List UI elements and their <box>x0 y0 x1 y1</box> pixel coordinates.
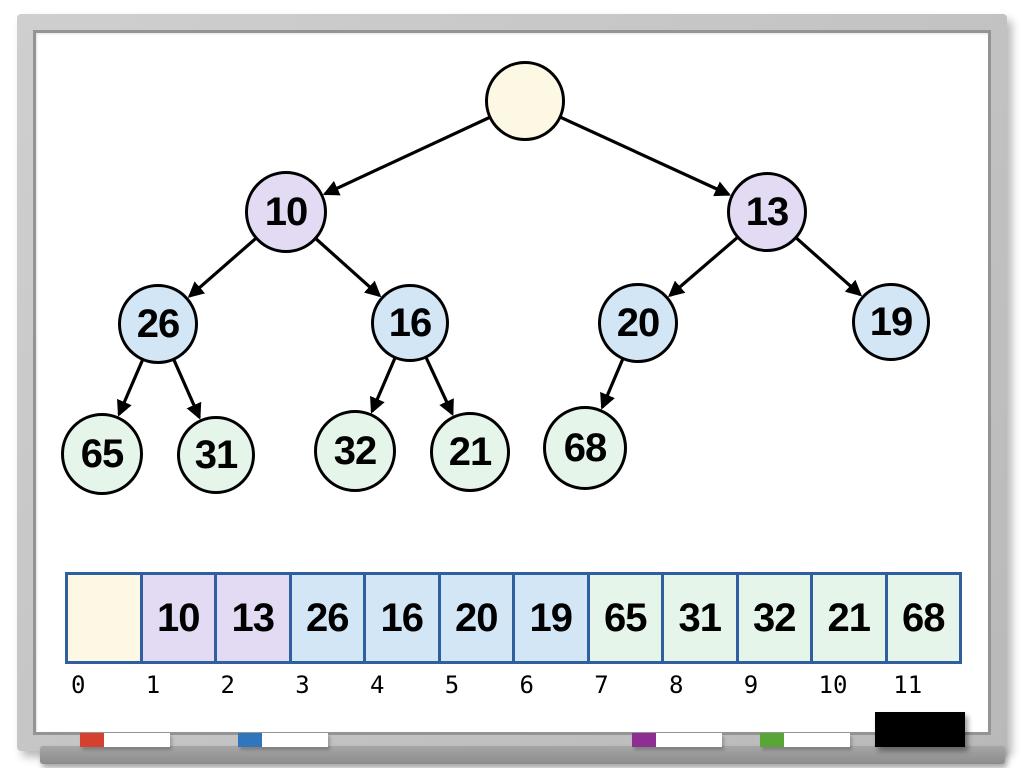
tree-node-13[interactable]: 13 <box>727 172 807 252</box>
tree-node-20[interactable]: 20 <box>598 283 678 363</box>
tree-node-21[interactable]: 21 <box>430 412 510 492</box>
green-marker[interactable] <box>760 733 850 747</box>
array-cell-1[interactable]: 10 <box>139 575 214 661</box>
tree-node-root[interactable] <box>485 61 565 141</box>
array-index-label: 7 <box>594 671 609 699</box>
tree-node-19[interactable]: 19 <box>852 283 930 361</box>
tree-node-value: 21 <box>448 430 492 474</box>
array-cell-value: 68 <box>902 595 945 640</box>
array-cell-3[interactable]: 26 <box>288 575 363 661</box>
tree-node-value: 13 <box>745 190 789 234</box>
array-cell-value: 13 <box>231 595 275 640</box>
tree-node-65[interactable]: 65 <box>61 413 143 495</box>
tree-node-value: 65 <box>80 432 124 476</box>
array-index-label: 1 <box>145 671 161 699</box>
array-index-label: 0 <box>71 671 86 699</box>
tree-node-32[interactable]: 32 <box>314 410 396 492</box>
array-cell-value: 32 <box>753 595 796 640</box>
array-cell-value: 31 <box>678 595 722 640</box>
purple-marker-tip <box>632 733 656 747</box>
array-cell-6[interactable]: 19 <box>512 575 587 661</box>
tree-node-value: 26 <box>136 302 180 346</box>
array-cell-value: 16 <box>380 595 424 640</box>
array-cell-2[interactable]: 13 <box>214 575 289 661</box>
array-index-label: 4 <box>370 671 385 699</box>
blue-marker[interactable] <box>238 733 328 747</box>
array-index-label: 2 <box>220 671 235 699</box>
array-cell-value: 10 <box>157 595 200 640</box>
tree-node-10[interactable]: 10 <box>245 171 327 253</box>
array-index-row: 0 1 2 3 4 5 6 7 8 9 10 11 <box>65 671 962 699</box>
array-index-label: 10 <box>818 671 848 699</box>
array-cell-value: 26 <box>306 595 349 640</box>
tree-node-value: 68 <box>563 426 607 470</box>
blue-marker-body <box>262 733 328 747</box>
green-marker-body <box>784 733 850 747</box>
tree-node-value: 16 <box>388 301 432 345</box>
array-cell-8[interactable]: 31 <box>661 575 736 661</box>
array-index-label: 8 <box>669 671 684 699</box>
tree-node-value: 19 <box>869 300 913 344</box>
array-index-label: 11 <box>893 671 923 699</box>
marker-tray <box>40 746 1005 764</box>
tree-node-value: 32 <box>333 429 377 473</box>
red-marker-body <box>104 733 170 747</box>
array-cell-value: 65 <box>604 595 647 640</box>
array-cell-5[interactable]: 20 <box>437 575 512 661</box>
purple-marker[interactable] <box>632 733 722 747</box>
array-cell-0[interactable] <box>68 575 140 661</box>
array-cell-value: 20 <box>455 595 498 640</box>
array-cell-4[interactable]: 16 <box>363 575 438 661</box>
board-eraser[interactable] <box>875 712 965 747</box>
green-marker-tip <box>760 733 784 747</box>
purple-marker-body <box>656 733 722 747</box>
array-index-label: 3 <box>295 671 310 699</box>
tree-node-68[interactable]: 68 <box>543 406 627 490</box>
red-marker-tip <box>80 733 104 747</box>
array-cell-11[interactable]: 68 <box>884 575 959 661</box>
tree-node-26[interactable]: 26 <box>118 284 198 364</box>
array-cell-7[interactable]: 65 <box>586 575 661 661</box>
array-index-label: 5 <box>444 671 460 699</box>
heap-array: 10 13 26 16 20 19 65 31 32 21 68 <box>65 572 962 664</box>
array-cell-value: 21 <box>827 595 871 640</box>
tree-node-value: 20 <box>616 301 660 345</box>
tree-node-16[interactable]: 16 <box>371 284 449 362</box>
blue-marker-tip <box>238 733 262 747</box>
tree-node-value: 10 <box>264 190 308 234</box>
array-index-label: 6 <box>519 671 534 699</box>
array-cell-9[interactable]: 32 <box>735 575 810 661</box>
array-index-label: 9 <box>743 671 759 699</box>
array-cell-10[interactable]: 21 <box>810 575 885 661</box>
tree-node-31[interactable]: 31 <box>177 416 255 494</box>
red-marker[interactable] <box>80 733 170 747</box>
array-cell-value: 19 <box>529 595 573 640</box>
tree-node-value: 31 <box>194 433 238 477</box>
